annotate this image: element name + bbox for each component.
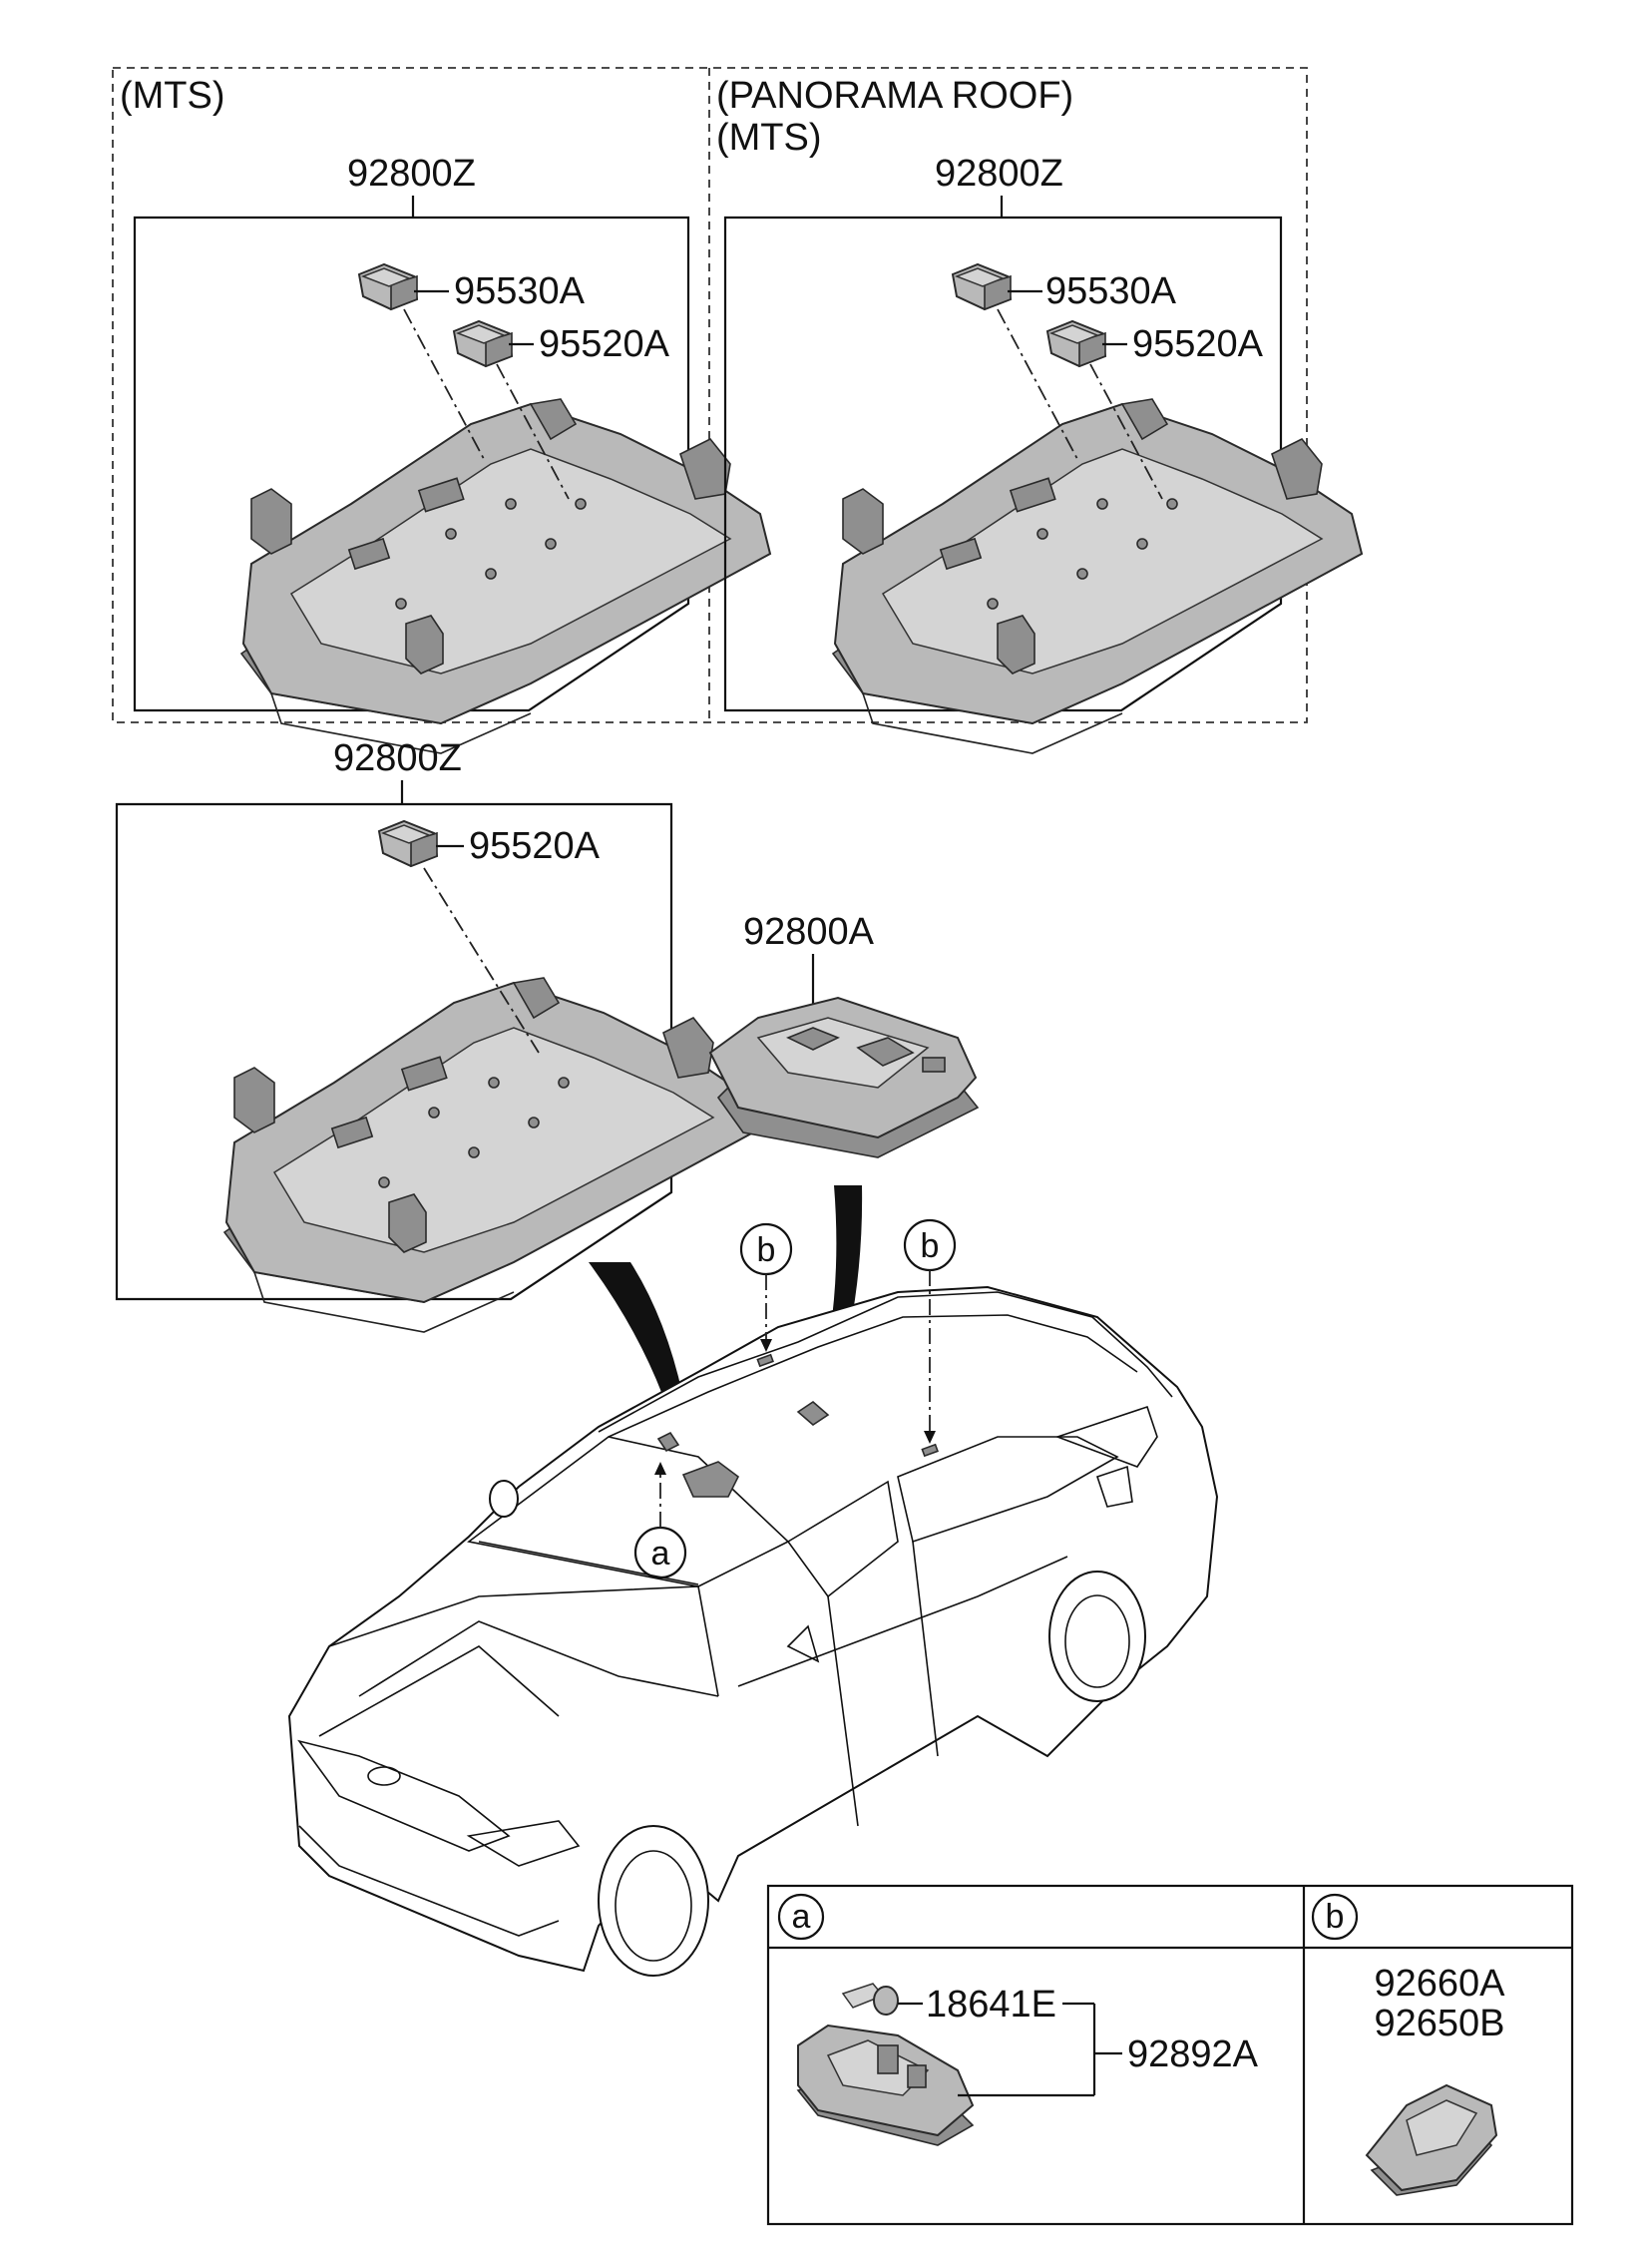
legend-a-header: a (777, 1893, 825, 1941)
panel-standard: 92800Z 95520A (115, 737, 754, 1333)
svg-text:b: b (1326, 1898, 1345, 1936)
panel-panorama-switch-95520a[interactable] (1046, 320, 1106, 367)
rear-lamp-image[interactable] (708, 996, 980, 1158)
svg-text:b: b (757, 1231, 776, 1269)
panel-panorama-part-95520a[interactable]: 95520A (1132, 323, 1264, 365)
panel-standard-console-image[interactable] (223, 977, 754, 1333)
rear-lamp-group: 92800A (708, 911, 980, 1397)
panel-mts-part-95520a[interactable]: 95520A (539, 323, 670, 365)
panel-mts-frame (133, 216, 690, 712)
panel-panorama-title-line1: (PANORAMA ROOF) (716, 75, 1073, 117)
vehicle-illustration (287, 1285, 1219, 1977)
option-box-outline (112, 67, 1308, 723)
legend-a-bulb-image[interactable] (841, 1983, 899, 2016)
legend-a-bulb-label[interactable]: 18641E (926, 1984, 1056, 2026)
callout-b-left[interactable]: b (739, 1222, 793, 1352)
panel-mts: (MTS) 92800Z 95530A 95520A (120, 75, 771, 754)
rear-lamp-label[interactable]: 92800A (743, 911, 875, 953)
panel-panorama: (PANORAMA ROOF) (MTS) 92800Z 95530A 9552… (716, 75, 1363, 754)
panel-panorama-frame (723, 216, 1283, 712)
panel-standard-switch-95520a[interactable] (378, 820, 438, 867)
legend-table: a b 18641E 92892A 92660A 92650B (766, 1884, 1574, 2226)
panel-mts-console-image[interactable] (240, 398, 771, 754)
roof-lamp-b-right-marker[interactable] (921, 1443, 939, 1458)
panel-mts-title: (MTS) (120, 75, 225, 117)
panel-mts-part-95530a[interactable]: 95530A (454, 270, 586, 312)
panel-mts-switch-95530a[interactable] (358, 263, 418, 310)
svg-text:a: a (792, 1898, 811, 1936)
callout-b-right[interactable]: b (903, 1218, 957, 1444)
panel-standard-part-95520a[interactable]: 95520A (469, 825, 601, 867)
panel-panorama-switch-95530a[interactable] (952, 263, 1012, 310)
svg-text:b: b (921, 1227, 940, 1265)
panel-mts-assembly-label[interactable]: 92800Z (347, 153, 476, 195)
panel-panorama-title-line2: (MTS) (716, 117, 822, 159)
roof-front-console-marker[interactable] (681, 1461, 740, 1498)
panel-panorama-assembly-label[interactable]: 92800Z (935, 153, 1063, 195)
legend-a-lamp-image[interactable] (796, 2024, 975, 2146)
roof-lamp-a-marker[interactable] (656, 1431, 680, 1453)
panel-standard-frame (115, 802, 673, 1301)
panel-panorama-part-95530a[interactable]: 95530A (1045, 270, 1177, 312)
legend-b-part-2[interactable]: 92650B (1374, 2003, 1504, 2044)
roof-map-lamp-marker[interactable] (796, 1400, 830, 1427)
panel-mts-switch-95520a[interactable] (453, 320, 513, 367)
legend-b-lamp-image[interactable] (1365, 2083, 1498, 2196)
legend-b-header: b (1311, 1893, 1359, 1941)
svg-text:a: a (651, 1535, 670, 1573)
panel-standard-assembly-label[interactable]: 92800Z (333, 737, 462, 779)
legend-a-assembly-label[interactable]: 92892A (1127, 2033, 1259, 2075)
callout-a[interactable]: a (633, 1462, 687, 1579)
roof-lamp-b-left-marker[interactable] (756, 1353, 774, 1368)
panel-panorama-console-image[interactable] (832, 398, 1363, 754)
legend-b-part-1[interactable]: 92660A (1374, 1963, 1505, 2005)
